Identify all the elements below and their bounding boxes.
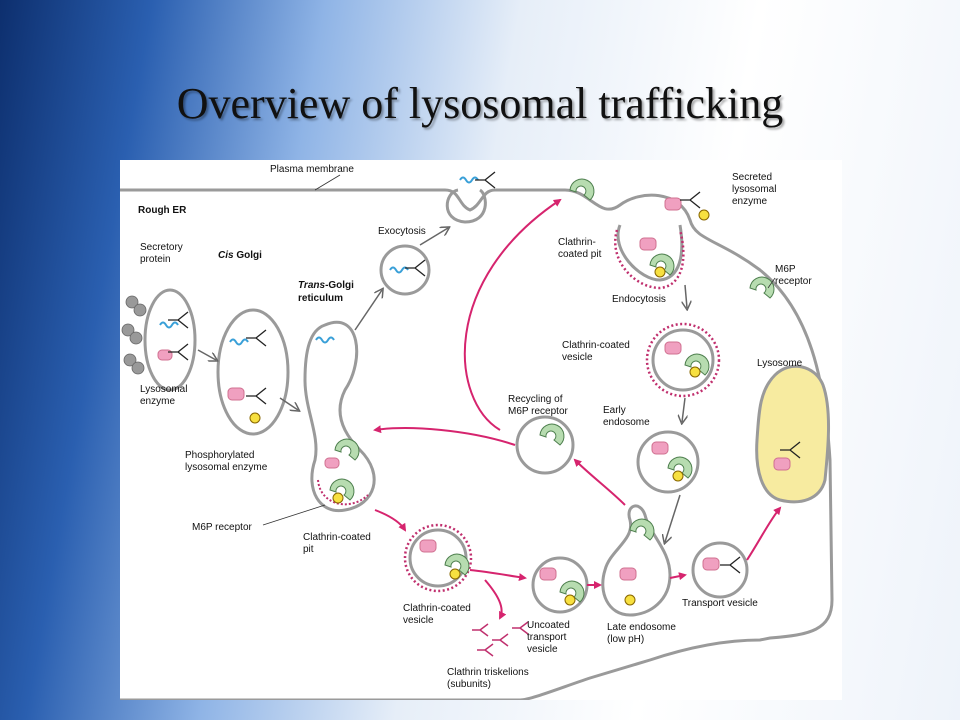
label-exocytosis: Exocytosis bbox=[378, 226, 426, 237]
label-uncoated-2: transport bbox=[527, 632, 567, 643]
plasma-membrane bbox=[120, 188, 834, 700]
label-secretory-1: Secretory bbox=[140, 242, 183, 253]
label-uncoated-3: vesicle bbox=[527, 644, 558, 655]
label-ccv-bottom-1: Clathrin-coated bbox=[403, 603, 471, 614]
label-recycling-2: M6P receptor bbox=[508, 406, 569, 417]
clathrin-coated-vesicle-right bbox=[651, 328, 715, 392]
pink-arrows bbox=[373, 198, 782, 620]
label-lysosome: Lysosome bbox=[757, 358, 803, 369]
label-secreted-2: lysosomal bbox=[732, 184, 776, 195]
label-ccv-bottom-2: vesicle bbox=[403, 615, 434, 626]
diagram-svg: Plasma membrane Rough ER Cis Golgi Trans… bbox=[120, 164, 834, 700]
label-m6p-right-2: receptor bbox=[775, 276, 812, 287]
label-phos-1: Phosphorylated bbox=[185, 450, 255, 461]
label-ccpit-left-2: pit bbox=[303, 544, 314, 555]
label-triskelions-2: (subunits) bbox=[447, 679, 491, 690]
label-secreted-3: enzyme bbox=[732, 196, 767, 207]
label-secretory-2: protein bbox=[140, 254, 171, 265]
transport-vesicle bbox=[691, 541, 749, 599]
slide-title: Overview of lysosomal trafficking bbox=[176, 79, 784, 128]
lysosome bbox=[755, 364, 830, 504]
diagram-figure: Plasma membrane Rough ER Cis Golgi Trans… bbox=[120, 160, 842, 700]
clathrin-triskelions bbox=[472, 621, 529, 657]
label-transport-vesicle: Transport vesicle bbox=[682, 598, 758, 609]
label-ccpit-left-1: Clathrin-coated bbox=[303, 532, 371, 543]
label-trans-golgi: Trans-Golgi bbox=[298, 280, 354, 291]
ribosomes bbox=[121, 295, 147, 375]
label-secreted-1: Secreted bbox=[732, 172, 772, 183]
label-lysosomal-1: Lysosomal bbox=[140, 384, 187, 395]
label-m6p-right-1: M6P bbox=[775, 264, 796, 275]
exocytosis-vesicle bbox=[379, 244, 431, 296]
label-ccpit-top-1: Clathrin- bbox=[558, 237, 596, 248]
late-endosome bbox=[601, 504, 672, 617]
gray-arrows bbox=[197, 228, 687, 542]
label-recycling-1: Recycling of bbox=[508, 394, 563, 405]
label-late-endo-1: Late endosome bbox=[607, 622, 676, 633]
label-cis-golgi: Cis Golgi bbox=[218, 250, 262, 261]
recycling-vesicle bbox=[515, 415, 575, 475]
trans-golgi-reticulum bbox=[303, 321, 376, 513]
label-plasma-membrane: Plasma membrane bbox=[270, 164, 354, 175]
label-endocytosis: Endocytosis bbox=[612, 294, 666, 305]
label-lysosomal-2: enzyme bbox=[140, 396, 175, 407]
cis-golgi bbox=[216, 308, 290, 436]
label-reticulum: reticulum bbox=[298, 293, 343, 304]
label-rough-er: Rough ER bbox=[138, 205, 187, 216]
label-ccpit-top-2: coated pit bbox=[558, 249, 602, 260]
label-phos-2: lysosomal enzyme bbox=[185, 462, 268, 473]
label-m6p-receptor-left: M6P receptor bbox=[192, 522, 253, 533]
label-ccv-right-2: vesicle bbox=[562, 352, 593, 363]
label-triskelions-1: Clathrin triskelions bbox=[447, 667, 529, 678]
label-early-endo-1: Early bbox=[603, 405, 626, 416]
rough-er bbox=[143, 288, 197, 392]
leader-lines bbox=[262, 174, 776, 526]
label-ccv-right-1: Clathrin-coated bbox=[562, 340, 630, 351]
label-late-endo-2: (low pH) bbox=[607, 634, 644, 645]
early-endosome bbox=[636, 430, 700, 494]
label-early-endo-2: endosome bbox=[603, 417, 650, 428]
label-uncoated-1: Uncoated bbox=[527, 620, 570, 631]
